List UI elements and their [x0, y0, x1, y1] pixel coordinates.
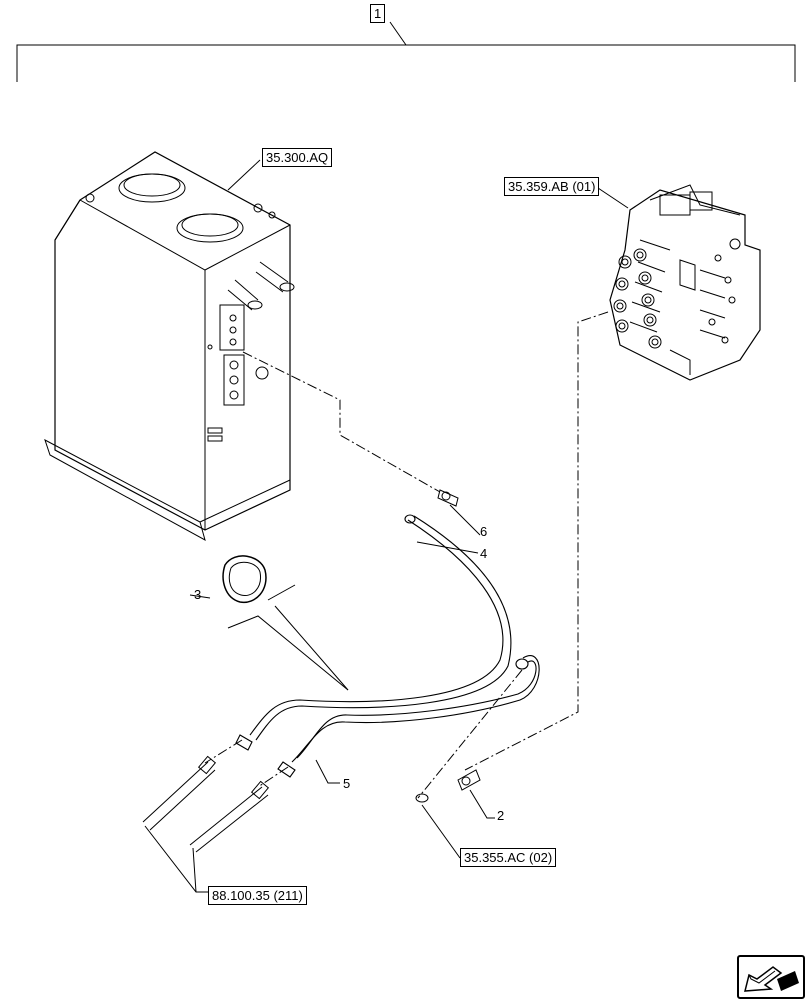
next-page-button[interactable]	[737, 955, 805, 999]
hose-ref-callout[interactable]: 88.100.35 (211)	[208, 886, 307, 905]
hose-part-5	[277, 655, 540, 778]
assembly-bracket	[16, 21, 796, 82]
tank-ref-callout[interactable]: 35.300.AQ	[262, 148, 333, 167]
part-number-3[interactable]: 3	[194, 587, 202, 602]
assembly-callout[interactable]: 1	[370, 4, 386, 23]
part-number-4[interactable]: 4	[480, 546, 488, 561]
leader-lines	[204, 311, 609, 799]
hose-ends	[142, 755, 270, 853]
leader-part-3b	[267, 584, 349, 691]
part-number-6[interactable]: 6	[480, 524, 488, 539]
callout-leaders	[144, 159, 629, 893]
part-number-5[interactable]: 5	[343, 776, 351, 791]
fitting-part-6	[437, 489, 459, 507]
leader-part-3	[227, 615, 349, 691]
part-number-2[interactable]: 2	[497, 808, 505, 823]
seal-part-3	[222, 555, 267, 604]
valve-ref-callout[interactable]: 35.359.AB (01)	[504, 177, 600, 196]
fitting-ref-callout[interactable]: 35.355.AC (02)	[460, 848, 557, 867]
next-page-arrow-icon	[744, 966, 799, 992]
hydraulic-tank	[44, 151, 295, 542]
hose-part-4	[235, 514, 512, 751]
fitting-part-2	[415, 769, 481, 803]
control-valve	[609, 184, 761, 381]
